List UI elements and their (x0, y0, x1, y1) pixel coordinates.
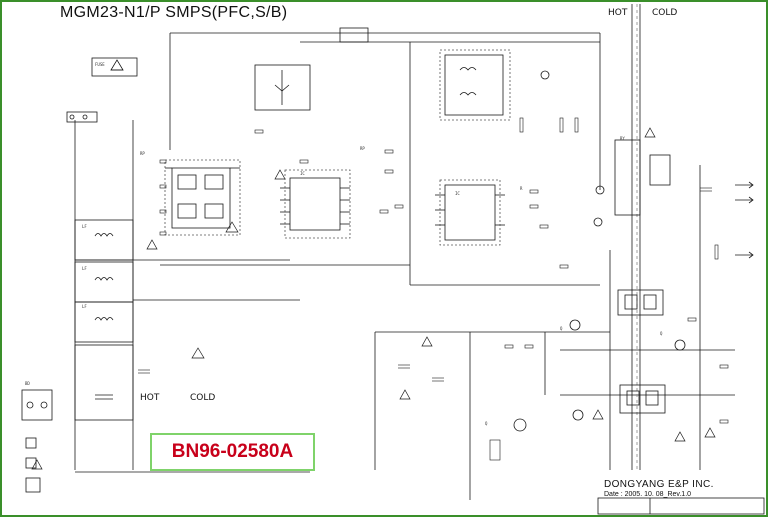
main-rails (74, 32, 735, 500)
pfc-ic (165, 167, 240, 229)
svg-text:RP: RP (140, 151, 145, 156)
revision-date: Date : 2005. 10. 08_Rev.1.0 (604, 491, 692, 498)
component-labels: FUSE RP RP R Q IC IC LF LF LF BD Q Q RY (25, 62, 663, 426)
svg-text:RY: RY (620, 136, 625, 141)
svg-text:R: R (520, 186, 523, 191)
hot-label-top: HOT (608, 8, 628, 18)
svg-text:FUSE: FUSE (95, 62, 105, 67)
svg-text:RP: RP (360, 146, 365, 151)
line-filter (74, 219, 134, 421)
company-name: DONGYANG E&P INC. (604, 479, 714, 490)
top-switch (254, 27, 369, 111)
svg-text:LF: LF (82, 304, 87, 309)
input-bridge (21, 389, 53, 493)
svg-text:Q: Q (560, 326, 563, 331)
warning-triangles (31, 59, 716, 470)
svg-text:Q: Q (485, 421, 488, 426)
svg-text:LF: LF (82, 266, 87, 271)
hot-label-mid: HOT (140, 393, 160, 403)
cold-label-mid: COLD (190, 393, 216, 403)
output-arrows (735, 181, 754, 259)
part-number-badge: BN96-02580A (150, 433, 315, 471)
fuse-block (66, 57, 138, 123)
dashed-groups (164, 49, 511, 246)
schematic-title: MGM23-N1/P SMPS(PFC,S/B) (60, 4, 288, 21)
svg-text:IC: IC (455, 191, 460, 196)
hot-cold-divider (631, 4, 641, 470)
svg-text:LF: LF (82, 224, 87, 229)
svg-text:IC: IC (300, 171, 305, 176)
svg-text:Q: Q (660, 331, 663, 336)
transistors (513, 70, 686, 432)
passives (138, 117, 729, 461)
svg-text:BD: BD (25, 381, 30, 386)
pwm-ic (280, 177, 350, 231)
cold-label-top: COLD (652, 8, 678, 18)
standby-transformer (435, 54, 505, 241)
relay-blocks (614, 139, 671, 414)
title-block (597, 497, 765, 515)
part-number-text: BN96-02580A (171, 441, 294, 462)
